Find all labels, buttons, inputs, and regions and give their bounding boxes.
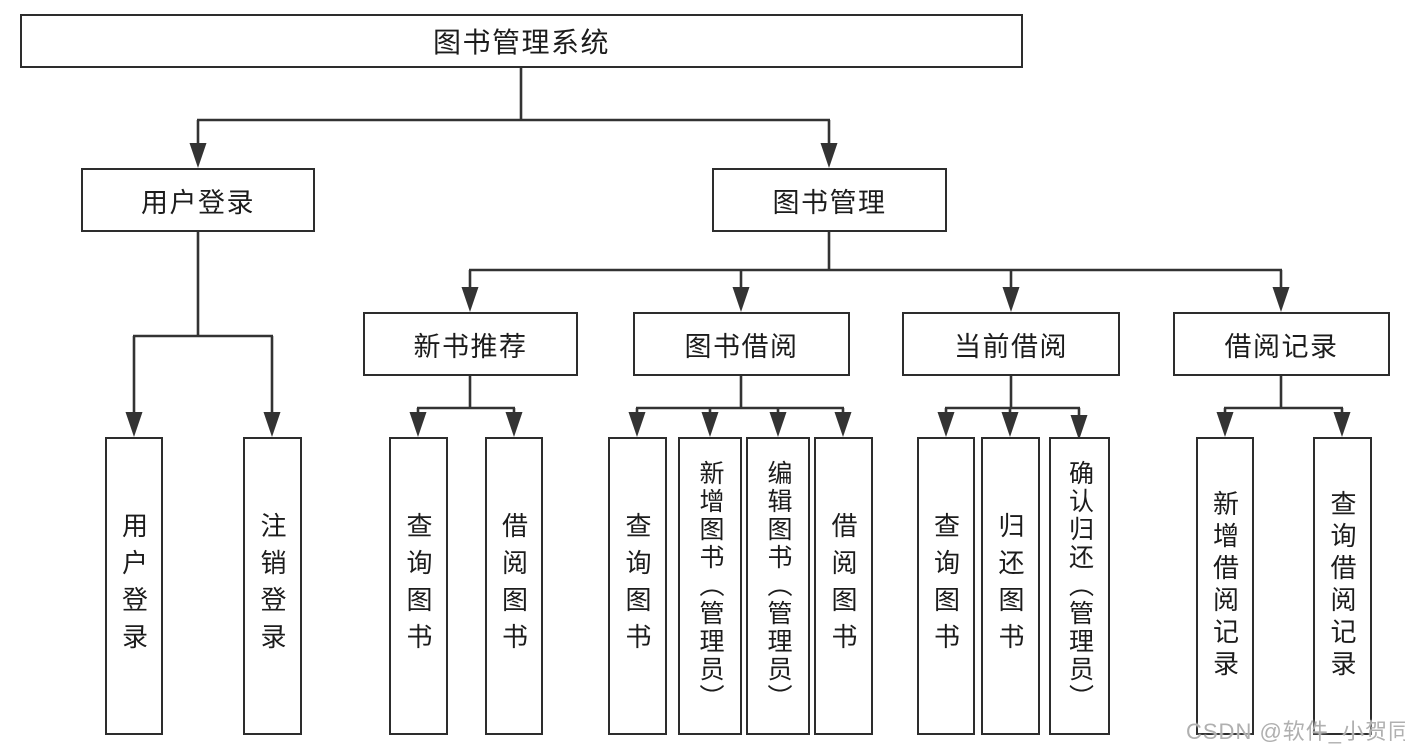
node-user-login: 用户登录 (81, 168, 315, 232)
node-leaf-add-books-admin: 新增图书（管理员） (678, 437, 742, 735)
node-root: 图书管理系统 (20, 14, 1023, 68)
node-leaf-confirm-return-admin-label: 确认归还（管理员） (1065, 460, 1094, 712)
arrowhead-icon (820, 143, 838, 168)
arrowhead-icon (1070, 415, 1088, 440)
arrowhead-icon (1216, 412, 1234, 437)
node-book-borrow-label: 图书借阅 (684, 331, 799, 362)
node-leaf-edit-books-admin-label: 编辑图书（管理员） (764, 460, 792, 712)
arrowhead-icon (505, 412, 523, 437)
arrowhead-icon (628, 412, 646, 437)
node-current-borrow: 当前借阅 (902, 312, 1120, 376)
node-leaf-query-borrow-record-label: 查询借阅记录 (1327, 490, 1357, 682)
arrowhead-icon (189, 143, 207, 168)
node-leaf-edit-books-admin: 编辑图书（管理员） (746, 437, 810, 735)
node-leaf-query-books-1: 查询图书 (389, 437, 448, 735)
node-leaf-user-login-label: 用户登录 (118, 512, 149, 660)
node-leaf-borrow-books-2: 借阅图书 (814, 437, 873, 735)
arrowhead-icon (263, 412, 281, 437)
node-book-management: 图书管理 (712, 168, 947, 232)
node-leaf-user-login: 用户登录 (105, 437, 163, 735)
arrowhead-icon (732, 287, 750, 312)
arrowhead-icon (1272, 287, 1290, 312)
node-leaf-borrow-books-2-label: 借阅图书 (828, 512, 858, 660)
node-leaf-return-books: 归还图书 (981, 437, 1040, 735)
node-user-login-label: 用户登录 (141, 187, 255, 218)
node-new-book-recommend-label: 新书推荐 (413, 331, 528, 362)
node-leaf-query-books-3-label: 查询图书 (930, 512, 961, 660)
arrowhead-icon (461, 287, 479, 312)
node-book-borrow: 图书借阅 (633, 312, 850, 376)
node-leaf-confirm-return-admin: 确认归还（管理员） (1049, 437, 1110, 735)
arrowhead-icon (834, 412, 852, 437)
node-new-book-recommend: 新书推荐 (363, 312, 578, 376)
node-leaf-logout: 注销登录 (243, 437, 302, 735)
node-leaf-query-books-1-label: 查询图书 (403, 512, 433, 660)
arrowhead-icon (409, 412, 427, 437)
node-leaf-logout-label: 注销登录 (257, 512, 287, 660)
node-root-label: 图书管理系统 (432, 27, 610, 58)
node-current-borrow-label: 当前借阅 (954, 331, 1068, 362)
arrowhead-icon (701, 412, 719, 437)
arrowhead-icon (1002, 287, 1020, 312)
node-leaf-borrow-books-1: 借阅图书 (485, 437, 543, 735)
arrowhead-icon (1001, 412, 1019, 437)
node-leaf-return-books-label: 归还图书 (995, 512, 1025, 660)
arrowhead-icon (937, 412, 955, 437)
node-borrow-records-label: 借阅记录 (1224, 331, 1339, 362)
node-leaf-add-borrow-record: 新增借阅记录 (1196, 437, 1254, 735)
arrowhead-icon (125, 412, 143, 437)
node-leaf-query-books-2: 查询图书 (608, 437, 667, 735)
node-leaf-query-books-2-label: 查询图书 (622, 512, 652, 660)
node-leaf-borrow-books-1-label: 借阅图书 (498, 512, 529, 660)
watermark-csdn: CSDN @软件_小贺同学 (1186, 719, 1405, 744)
node-leaf-query-borrow-record: 查询借阅记录 (1313, 437, 1372, 735)
node-book-management-label: 图书管理 (772, 187, 887, 218)
node-leaf-add-borrow-record-label: 新增借阅记录 (1209, 490, 1240, 682)
node-leaf-add-books-admin-label: 新增图书（管理员） (696, 460, 724, 712)
node-borrow-records: 借阅记录 (1173, 312, 1390, 376)
arrowhead-icon (1333, 412, 1351, 437)
arrowhead-icon (769, 412, 787, 437)
node-leaf-query-books-3: 查询图书 (917, 437, 975, 735)
